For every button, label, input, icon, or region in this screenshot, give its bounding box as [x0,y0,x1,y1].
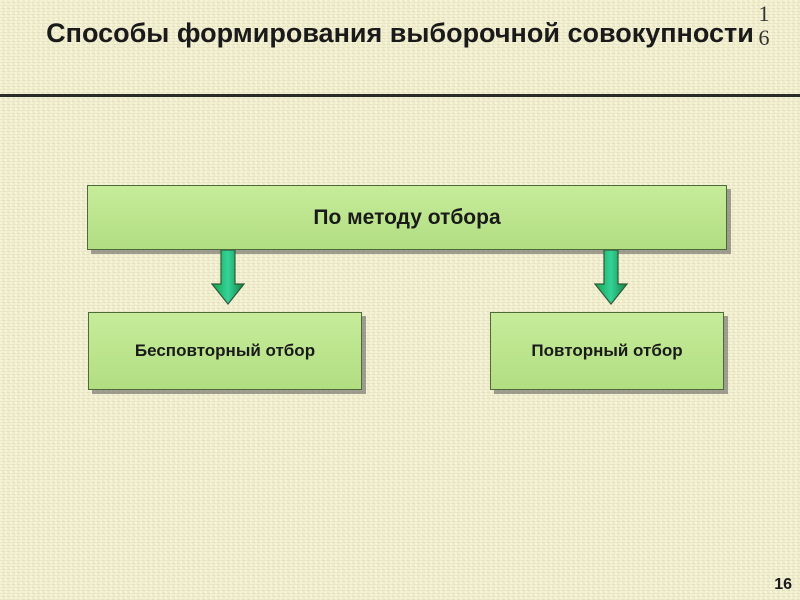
root-node[interactable]: По методу отбора [87,185,727,250]
title-divider [0,94,800,97]
down-arrow-icon [211,250,245,305]
child-node-label: Бесповторный отбор [134,341,316,360]
child-node-non-repeated[interactable]: Бесповторный отбор [88,312,362,390]
page-number: 16 [774,576,792,593]
child-node-label: Повторный отбор [531,341,683,360]
root-node-label: По методу отбора [313,205,501,229]
corner-slide-number: 16 [758,1,770,50]
down-arrow-icon [594,250,628,305]
child-node-repeated[interactable]: Повторный отбор [490,312,724,390]
slide-title: Способы формирования выборочной совокупн… [46,18,754,48]
